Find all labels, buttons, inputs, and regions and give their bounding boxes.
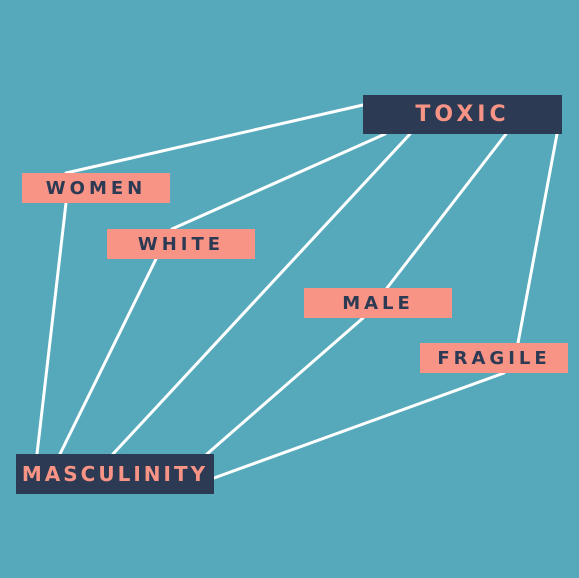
connector-toxic-women: [64, 103, 365, 175]
connector-toxic-male: [385, 132, 508, 290]
node-toxic: TOXIC: [363, 95, 562, 134]
connector-women-masculinity: [35, 201, 68, 456]
node-masculinity-label: MASCULINITY: [21, 462, 209, 486]
node-fragile-label: FRAGILE: [437, 347, 551, 369]
connector-toxic-fragile: [516, 132, 559, 345]
node-male-label: MALE: [342, 292, 414, 314]
connector-male-masculinity: [205, 316, 365, 456]
node-women-label: WOMEN: [45, 177, 147, 199]
node-masculinity: MASCULINITY: [16, 454, 214, 494]
node-fragile: FRAGILE: [420, 343, 568, 373]
connector-toxic-white: [170, 132, 387, 231]
connector-fragile-masculinity: [212, 371, 506, 480]
node-white-label: WHITE: [137, 233, 225, 255]
connector-white-masculinity: [58, 257, 158, 456]
node-white: WHITE: [107, 229, 255, 259]
node-toxic-label: TOXIC: [415, 102, 510, 127]
connector-toxic-masculinity: [111, 132, 412, 456]
node-women: WOMEN: [22, 173, 170, 203]
node-male: MALE: [304, 288, 452, 318]
